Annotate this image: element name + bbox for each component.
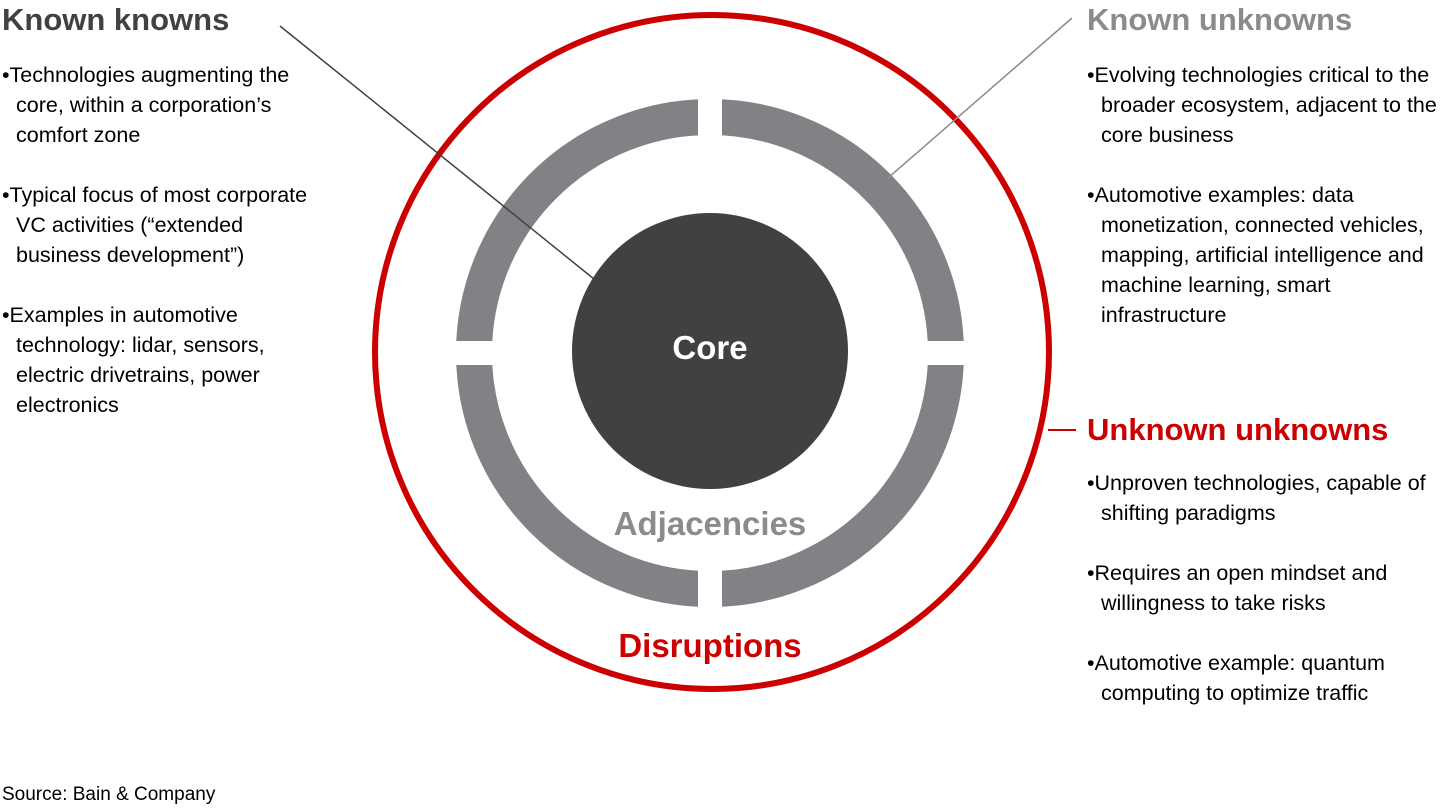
- list-item: Automotive examples: data monetization, …: [1087, 180, 1437, 330]
- list-item: Typical focus of most corporate VC activ…: [2, 180, 322, 270]
- unknown-unknowns-list: Unproven technologies, capable of shifti…: [1087, 468, 1439, 738]
- ring-gap-right: [914, 341, 974, 365]
- core-circle: [572, 213, 848, 489]
- ring-gap-top: [698, 90, 722, 150]
- core-label: Core: [672, 329, 748, 366]
- known-knowns-list: Technologies augmenting the core, within…: [2, 60, 322, 450]
- disruptions-label: Disruptions: [618, 627, 802, 664]
- list-item: Evolving technologies critical to the br…: [1087, 60, 1437, 150]
- list-item: Technologies augmenting the core, within…: [2, 60, 322, 150]
- known-knowns-title: Known knowns: [2, 2, 230, 37]
- ring-gap-left: [446, 341, 506, 365]
- list-item: Automotive example: quantum computing to…: [1087, 648, 1439, 708]
- list-item: Requires an open mindset and willingness…: [1087, 558, 1439, 618]
- disruptions-ring: [372, 12, 1052, 692]
- known-knowns-leader-line: [279, 25, 595, 280]
- list-item: Examples in automotive technology: lidar…: [2, 300, 322, 420]
- known-unknowns-title: Known unknowns: [1087, 2, 1353, 37]
- known-unknowns-list: Evolving technologies critical to the br…: [1087, 60, 1437, 360]
- list-item: Unproven technologies, capable of shifti…: [1087, 468, 1439, 528]
- known-unknowns-leader-line: [887, 17, 1073, 179]
- adjacencies-label: Adjacencies: [613, 505, 807, 542]
- unknown-unknowns-title: Unknown unknowns: [1087, 412, 1389, 447]
- source-note: Source: Bain & Company: [2, 784, 216, 805]
- ring-gap-bottom: [698, 556, 722, 616]
